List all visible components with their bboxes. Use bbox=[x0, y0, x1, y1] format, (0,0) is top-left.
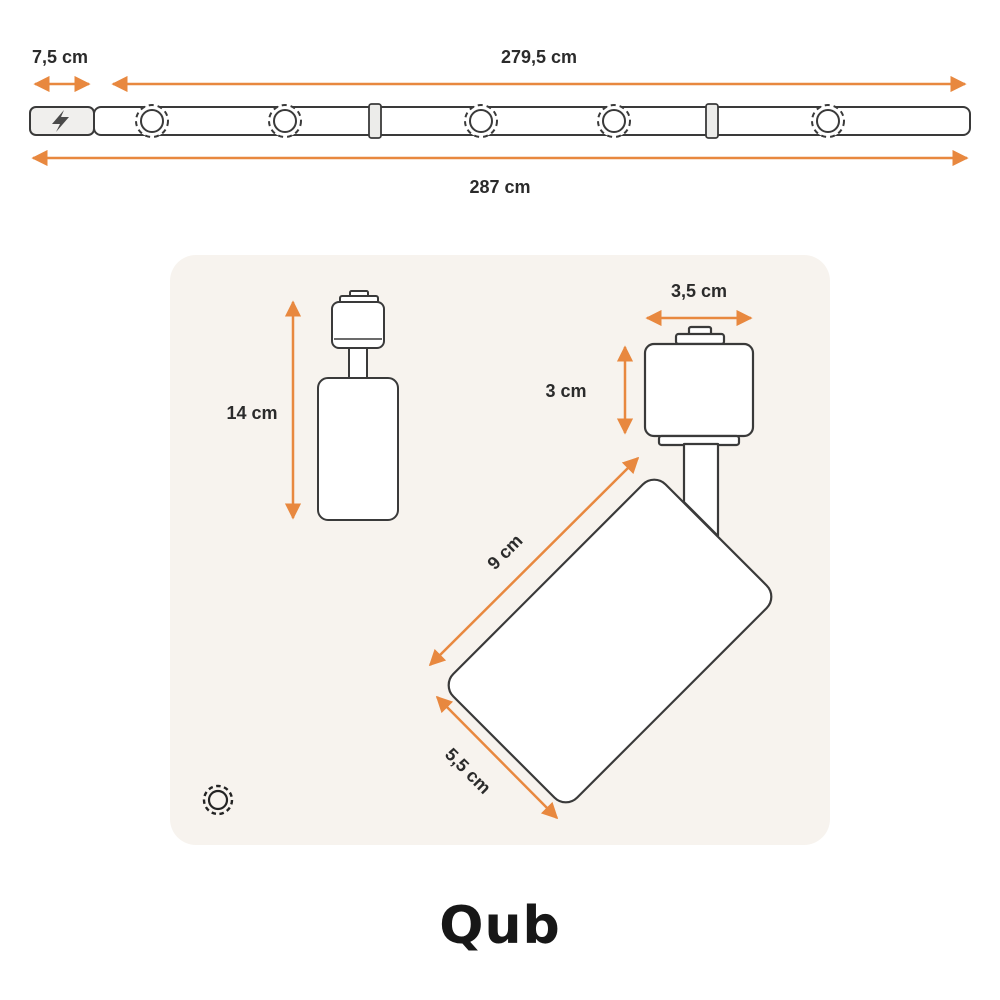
dim-label-connector: 7,5 cm bbox=[31, 47, 89, 67]
dimension-arrow-body-diameter bbox=[435, 695, 559, 820]
large-spotlight-body-drawing bbox=[447, 478, 773, 804]
spotlight-drawings bbox=[202, 290, 773, 820]
track-connector bbox=[368, 103, 382, 139]
spot-mount-ring bbox=[135, 104, 169, 138]
large-spotlight-adapter-drawing bbox=[643, 325, 755, 447]
spot-mount-ring bbox=[268, 104, 302, 138]
brand-logo: Qub bbox=[439, 896, 561, 956]
dim-label-height: 14 cm bbox=[226, 403, 278, 423]
large-spotlight-stem-drawing bbox=[682, 442, 720, 538]
dimension-arrow-body-length bbox=[428, 456, 640, 667]
small-spotlight-drawing bbox=[317, 290, 399, 521]
spotlight-detail-panel bbox=[170, 255, 830, 845]
dim-label-adapter-width: 3,5 cm bbox=[670, 281, 728, 301]
track-connector bbox=[705, 103, 719, 139]
spot-mount-ring bbox=[464, 104, 498, 138]
dashed-circle-icon bbox=[202, 784, 234, 816]
dim-label-total: 287 cm bbox=[469, 177, 531, 197]
dim-label-rail: 279,5 cm bbox=[500, 47, 578, 67]
track-diagram bbox=[29, 75, 971, 167]
spot-mount-ring bbox=[597, 104, 631, 138]
dim-label-adapter-height: 3 cm bbox=[545, 381, 587, 401]
lightning-icon bbox=[52, 110, 69, 132]
spot-mount-ring bbox=[811, 104, 845, 138]
